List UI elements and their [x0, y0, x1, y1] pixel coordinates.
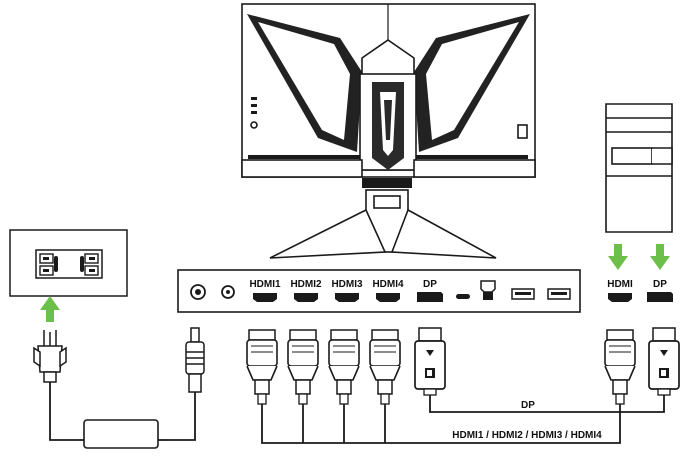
usb-c-port	[456, 294, 470, 299]
hdmi1-port: HDMI1	[249, 279, 281, 302]
hdmi-connector-icon	[328, 329, 360, 405]
dc-plug-icon	[185, 327, 205, 393]
pc-hdmi-port: HDMI	[607, 279, 633, 302]
usb-a-port-1	[511, 288, 535, 300]
monitor-rear	[241, 3, 536, 259]
svg-text:HDMI2: HDMI2	[290, 279, 322, 290]
io-panel: HDMI1 HDMI2 HDMI3 HDMI4 DP	[177, 269, 581, 313]
hdmi3-port: HDMI3	[331, 279, 363, 302]
arrow-down-icon	[650, 244, 670, 270]
dp-cable-label: DP	[521, 400, 535, 411]
hdmi-connector-icon	[369, 329, 401, 405]
power-adapter-icon	[83, 419, 168, 449]
hdmi-bus-cable	[261, 404, 621, 444]
dp-port: DP	[417, 279, 443, 302]
dp-connector-icon	[414, 327, 446, 396]
svg-text:HDMI3: HDMI3	[331, 279, 363, 290]
arrow-down-icon	[608, 244, 628, 270]
ac-cable	[49, 382, 84, 441]
dc-cable	[168, 392, 196, 441]
wall-outlet-icon	[9, 229, 128, 297]
svg-text:HDMI: HDMI	[607, 279, 633, 290]
hdmi-bus-label: HDMI1 / HDMI2 / HDMI3 / HDMI4	[452, 430, 602, 441]
pc-tower-icon	[605, 103, 673, 233]
pc-dp-port: DP	[647, 279, 673, 302]
svg-text:DP: DP	[653, 279, 667, 290]
hdmi-connector-icon	[604, 329, 636, 405]
svg-text:HDMI1: HDMI1	[249, 279, 281, 290]
hdmi2-port: HDMI2	[290, 279, 322, 302]
svg-text:DP: DP	[423, 279, 437, 290]
dp-cable	[429, 395, 665, 413]
svg-text:HDMI4: HDMI4	[372, 279, 404, 290]
usb-b-port	[480, 280, 496, 300]
arrow-up-icon	[40, 296, 60, 322]
usb-a-port-2	[547, 288, 571, 300]
hdmi4-port: HDMI4	[372, 279, 404, 302]
hdmi-connector-icon	[246, 329, 278, 405]
power-plug-icon	[33, 330, 67, 383]
hdmi-connector-icon	[287, 329, 319, 405]
dp-connector-icon	[648, 327, 680, 396]
